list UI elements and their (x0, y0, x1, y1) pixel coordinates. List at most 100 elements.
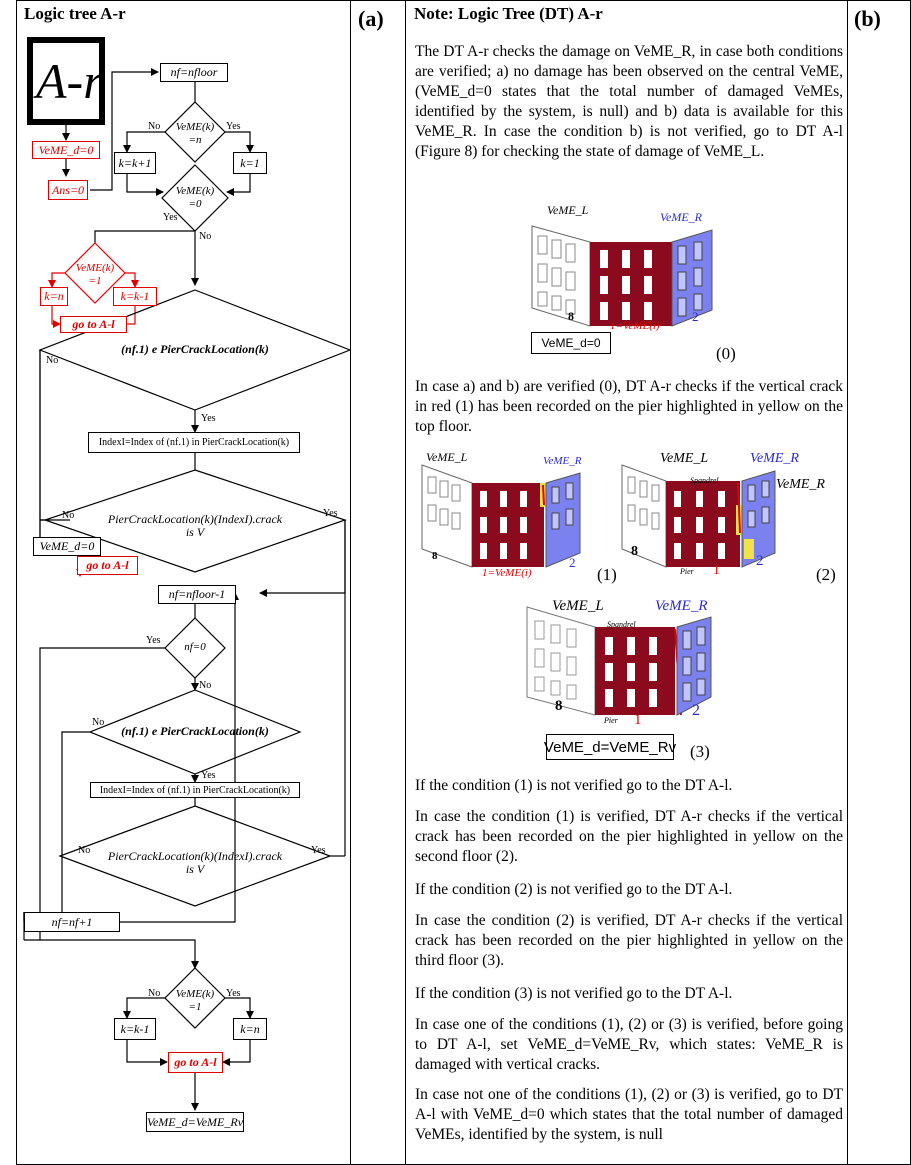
node-k-nb: k=n (233, 1018, 267, 1040)
fig3-vemer: VeME_R (655, 598, 708, 614)
paragraph-1: The DT A-r checks the damage on VeME_R, … (415, 42, 843, 162)
fig2-vemel: VeME_L (660, 451, 709, 466)
node-cond1: (nf.1) e PierCrackLocation(k) (95, 343, 295, 356)
node-cond1-text: (nf.1) e PierCrackLocation(k) (121, 342, 269, 356)
paragraph-5: If the condition (2) is not verified go … (415, 880, 843, 900)
left-title: Logic tree A-r (24, 4, 126, 23)
node-crack2: PierCrackLocation(k)(IndexI).crack is V (95, 850, 295, 876)
label-yes-3: Yes (201, 413, 216, 424)
node-ans0: Ans=0 (48, 180, 88, 200)
node-vemek-1-text: VeME(k) =1 (75, 262, 115, 287)
fig1-n2: 2 (569, 555, 576, 570)
paragraph-4-text: In case the condition (1) is verified, D… (415, 808, 843, 865)
decision-crack2 (58, 805, 332, 907)
fig2-vemer: VeME_R (750, 451, 799, 466)
node-nf-nf1: nf=nf+1 (24, 912, 120, 932)
fig1-n1: 1=VeME(i) (482, 567, 532, 579)
node-index1-text: IndexI=Index of (nf.1) in PierCrackLocat… (98, 437, 290, 448)
fig3-n1: 1 (634, 712, 642, 728)
label-no-1: No (148, 121, 161, 132)
fig3-pier: Pier (604, 716, 618, 725)
node-goto-al-1: go to A-l (60, 316, 127, 333)
paragraph-9-text: In case not one of the conditions (1), (… (415, 1086, 843, 1143)
decision-vemek-1b (164, 967, 226, 1029)
node-index2-text: IndexI=Index of (nf.1) in PierCrackLocat… (99, 784, 291, 796)
fig0-n1: 1=VeME(i) (610, 320, 660, 332)
logo-frame (27, 37, 105, 125)
paragraph-3: If the condition (1) is not verified go … (415, 776, 843, 796)
node-vemek-1b: VeME(k) =1 (168, 988, 222, 1014)
node-vemek-n-text: VeME(k) =n (175, 121, 215, 146)
label-a-frame (350, 0, 406, 1165)
right-title-text: Note: Logic Tree (DT) A-r (414, 4, 603, 23)
paragraph-6-text: In case the condition (2) is verified, D… (415, 912, 843, 969)
node-index2: IndexI=Index of (nf.1) in PierCrackLocat… (90, 782, 300, 798)
label-yes-7: Yes (311, 845, 326, 856)
node-nf-nfloorm1: nf=nfloor-1 (158, 585, 236, 604)
node-vemek-1b-text: VeME(k) =1 (175, 988, 215, 1013)
paragraph-1-text: The DT A-r checks the damage on VeME_R, … (415, 43, 843, 160)
node-goto-al-3: go to A-l (168, 1052, 223, 1073)
decision-vemek-1 (64, 242, 126, 304)
fig1-n8: 8 (432, 550, 438, 562)
fig3-n8: 8 (555, 698, 563, 714)
paragraph-8: In case one of the conditions (1), (2) o… (415, 1015, 843, 1075)
fig3-vemel: VeME_L (552, 598, 604, 614)
node-cond2-text: (nf.1) e PierCrackLocation(k) (121, 724, 269, 738)
fig0-n8: 8 (568, 309, 574, 323)
right-title: Note: Logic Tree (DT) A-r (414, 4, 603, 24)
fig2-spandrel: Spandrel (690, 476, 719, 485)
node-k-km1b: k=k-1 (114, 1018, 156, 1040)
paragraph-8-text: In case one of the conditions (1), (2) o… (415, 1016, 843, 1073)
fig0-n2: 2 (692, 309, 699, 324)
node-nf0-text: nf=0 (184, 641, 206, 653)
label-no-4: No (62, 510, 75, 521)
figure-0-building (531, 225, 713, 327)
node-nf-nfloor: nf=nfloor (160, 63, 228, 82)
fig1-caption: (1) (597, 565, 617, 584)
paragraph-3-text: If the condition (1) is not verified go … (415, 777, 733, 794)
fig2-pier: Pier (680, 567, 694, 576)
label-no-2: No (199, 231, 212, 242)
label-yes-6: Yes (201, 770, 216, 781)
fig1-vemel: VeME_L (426, 450, 468, 464)
paragraph-4: In case the condition (1) is verified, D… (415, 807, 843, 867)
node-nf0: nf=0 (170, 641, 220, 654)
label-b: (b) (854, 6, 881, 31)
paragraph-7-text: If the condition (3) is not verified go … (415, 985, 733, 1002)
decision-vemek-n (164, 101, 226, 163)
logo-text: A-r (36, 53, 103, 109)
node-goto-al-2: go to A-l (77, 556, 138, 575)
paragraph-7: If the condition (3) is not verified go … (415, 984, 843, 1004)
paragraph-2-text: In case a) and b) are verified (0), DT A… (415, 378, 843, 435)
node-vemed0: VeME_d=0 (32, 141, 100, 159)
node-vemek-0-text: VeME(k) =0 (175, 185, 215, 210)
node-crack1-text: PierCrackLocation(k)(IndexI).crack is V (107, 512, 283, 539)
node-cond2: (nf.1) e PierCrackLocation(k) (95, 725, 295, 738)
label-yes-8: Yes (226, 988, 241, 999)
node-vemek-1: VeME(k) =1 (68, 262, 122, 288)
node-k-1: k=1 (233, 152, 267, 174)
label-no-7: No (78, 845, 91, 856)
fig3-box: VeME_d=VeME_Rv (544, 734, 676, 760)
figure-1-building (421, 464, 581, 568)
node-k-n: k=n (40, 287, 68, 306)
label-no-3: No (46, 355, 59, 366)
node-k-km1: k=k-1 (113, 287, 157, 306)
fig2-n8: 8 (631, 544, 638, 559)
label-no-6: No (92, 717, 105, 728)
paragraph-6: In case the condition (2) is verified, D… (415, 911, 843, 971)
fig2-caption: (2) (816, 565, 836, 584)
paragraph-2: In case a) and b) are verified (0), DT A… (415, 377, 843, 437)
label-a: (a) (358, 6, 384, 31)
figure-2-building (621, 464, 776, 568)
paragraph-9: In case not one of the conditions (1), (… (415, 1085, 843, 1145)
label-yes-5: Yes (146, 635, 161, 646)
label-b-frame (847, 0, 911, 1165)
node-index1: IndexI=Index of (nf.1) in PierCrackLocat… (88, 432, 300, 453)
node-crack2-text: PierCrackLocation(k)(IndexI).crack is V (107, 849, 283, 876)
node-vemed0-b: VeME_d=0 (33, 537, 101, 556)
fig0-caption: (0) (716, 344, 736, 363)
node-vemed-rv: VeME_d=VeME_Rv (146, 1112, 244, 1132)
node-vemek-n: VeME(k) =n (168, 121, 222, 147)
